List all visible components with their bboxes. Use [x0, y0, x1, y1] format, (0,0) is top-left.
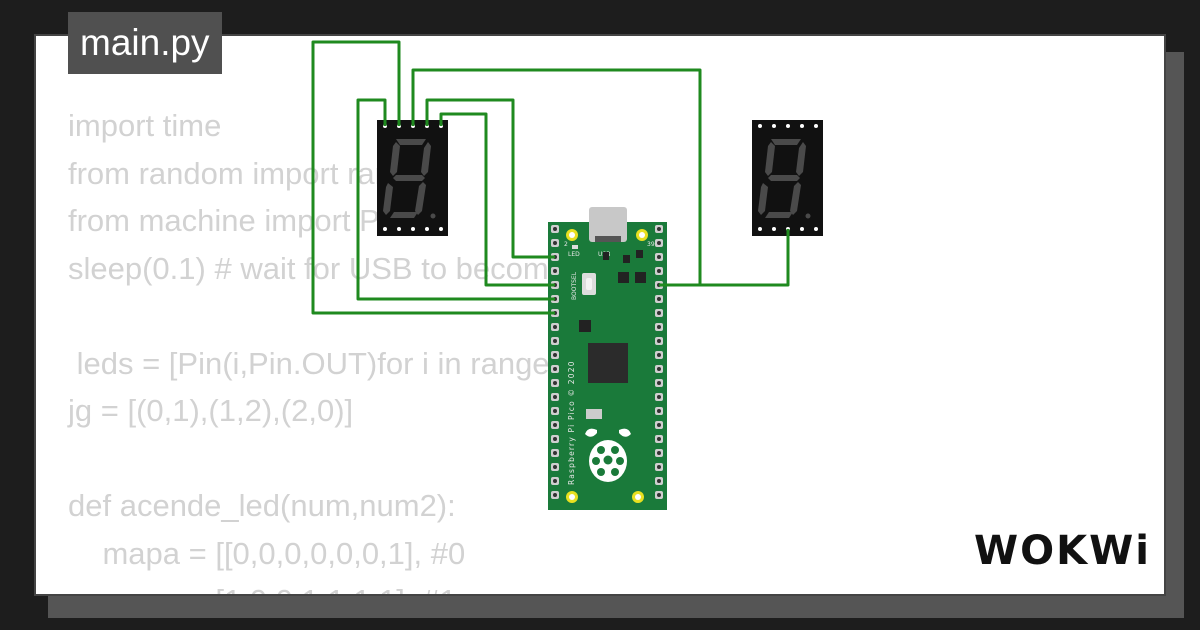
header-pin-hole — [657, 409, 661, 413]
usb-connector — [589, 207, 627, 242]
header-pin-hole — [657, 423, 661, 427]
header-pin-hole — [657, 395, 661, 399]
header-pin-hole — [553, 325, 557, 329]
header-pin-hole — [553, 423, 557, 427]
header-pin-hole — [657, 241, 661, 245]
code-line: mapa = [[0,0,0,0,0,0,1], #0 — [68, 535, 466, 571]
led-indicator — [572, 245, 578, 249]
header-pin-hole — [553, 339, 557, 343]
wire — [311, 40, 555, 315]
wire — [425, 98, 555, 259]
header-pin-hole — [657, 451, 661, 455]
header-pin-hole — [553, 269, 557, 273]
header-pin-hole — [553, 451, 557, 455]
raspberry-icon — [585, 428, 631, 482]
code-line: def acende_led(num,num2): — [68, 488, 456, 523]
header-pin-hole — [657, 367, 661, 371]
header-pin-hole — [657, 353, 661, 357]
pin-39-label: 39 — [647, 241, 655, 248]
code-line: import time — [68, 108, 222, 143]
header-pin-hole — [553, 227, 557, 231]
board-silkscreen: Raspberry Pi Pico © 2020 — [567, 360, 576, 485]
led-label: LED — [568, 251, 580, 258]
wires — [311, 40, 790, 315]
code-line: mapa = [1,0,0,1,1,1,1], #1 — [68, 577, 652, 594]
header-pin-hole — [657, 311, 661, 315]
header-pin-hole — [657, 479, 661, 483]
header-pin-hole — [657, 339, 661, 343]
header-pin-hole — [553, 479, 557, 483]
header-pin-hole — [553, 409, 557, 413]
wire — [659, 229, 790, 287]
header-pin-hole — [553, 437, 557, 441]
seven-segment-display-left[interactable] — [377, 120, 448, 236]
wokwi-logo: WOKWi — [974, 528, 1151, 574]
mounting-hole — [566, 229, 648, 503]
header-pin-hole — [657, 437, 661, 441]
header-pin-hole — [657, 227, 661, 231]
bootsel-label: BOOTSEL — [571, 271, 578, 300]
header-pin-hole — [553, 367, 557, 371]
header-pin-hole — [553, 493, 557, 497]
header-pin-hole — [553, 381, 557, 385]
header-pin-hole — [553, 353, 557, 357]
rp2040-chip-icon — [588, 343, 628, 383]
header-pin-hole — [657, 381, 661, 385]
header-pin-hole — [657, 297, 661, 301]
header-pin-hole — [657, 465, 661, 469]
code-line: from machine import Pin — [68, 203, 404, 238]
code-line: jg = [(0,1),(1,2),(2,0)] — [68, 393, 354, 428]
wire — [356, 98, 555, 301]
wire — [439, 112, 555, 287]
pin-2-label: 2 — [564, 241, 568, 248]
code-line: leds = [Pin(i,Pin.OUT)for i in range(4)] — [68, 345, 597, 381]
header-pin-hole — [553, 395, 557, 399]
raspberry-pi-pico-board[interactable]: 1 2 39 LED USB BOOTSEL Raspberry Pi Pico… — [548, 207, 667, 510]
seven-segment-display-right[interactable] — [752, 120, 823, 236]
header-pin-hole — [657, 269, 661, 273]
header-pin-hole — [553, 465, 557, 469]
header-pin-hole — [553, 241, 557, 245]
file-tab[interactable]: main.py — [68, 12, 222, 74]
header-pin-hole — [657, 325, 661, 329]
header-pin-hole — [657, 255, 661, 259]
pin-header — [551, 225, 663, 499]
header-pin-hole — [657, 493, 661, 497]
